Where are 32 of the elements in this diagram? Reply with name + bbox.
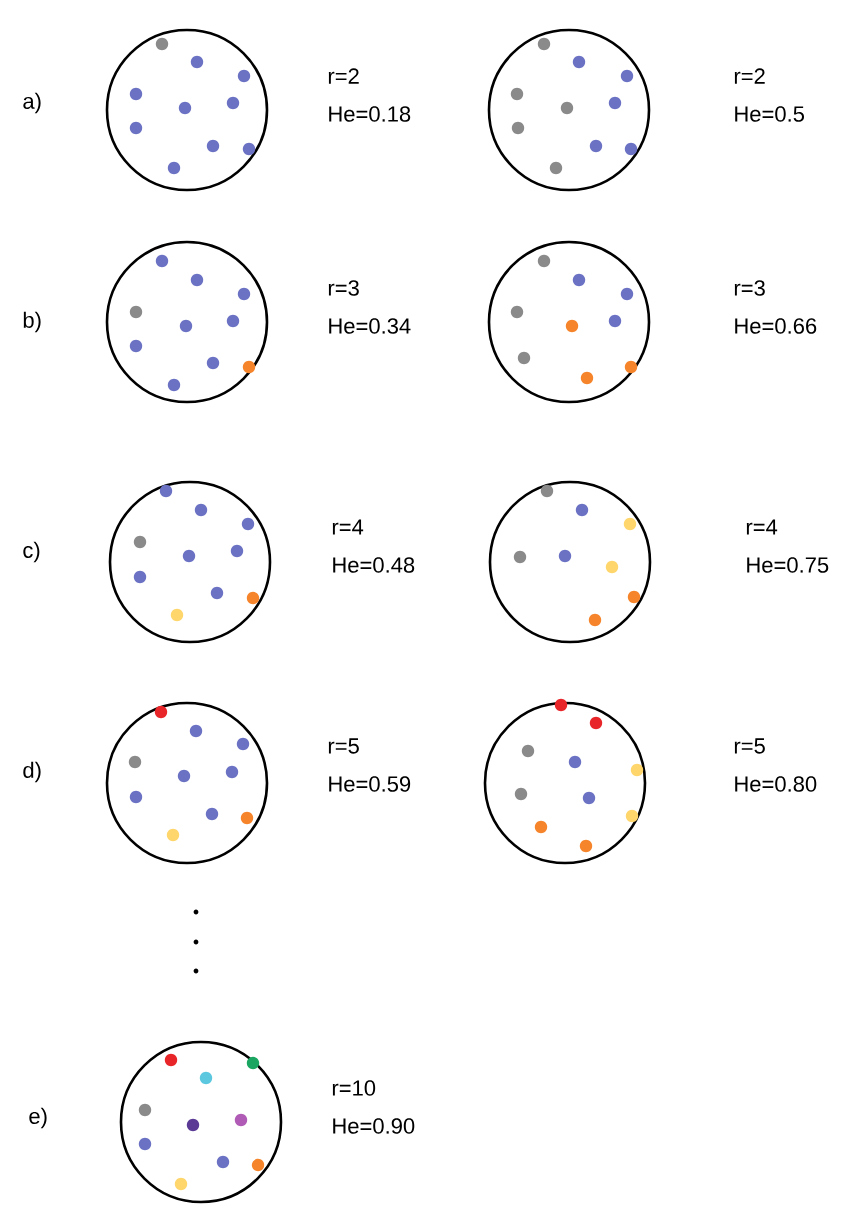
circle	[487, 28, 651, 192]
heterozygosity-label: He=0.66	[735, 318, 817, 334]
circle	[119, 1040, 283, 1204]
heterozygosity-label: He=0.75	[747, 557, 829, 573]
circle	[105, 701, 269, 865]
allele-count-label: r=2	[734, 68, 765, 84]
heterozygosity-label: He=0.90	[333, 1118, 415, 1134]
panel-label: a)	[23, 92, 41, 114]
heterozygosity-label: He=0.5	[735, 106, 804, 122]
circle	[483, 701, 647, 865]
heterozygosity-label: He=0.48	[333, 557, 415, 573]
allele-count-label: r=4	[746, 519, 778, 535]
circle	[487, 240, 651, 404]
heterozygosity-label: He=0.34	[329, 318, 411, 334]
heterozygosity-label: He=0.80	[735, 776, 817, 792]
allele-count-label: r=4	[332, 519, 364, 535]
allele-count-label: r=5	[734, 738, 765, 754]
heterozygosity-label: He=0.18	[329, 106, 411, 122]
allele-count-label: r=3	[734, 280, 765, 296]
circle	[105, 28, 269, 192]
allele-count-label: r=5	[328, 738, 359, 754]
allele-count-label: r=10	[332, 1080, 376, 1096]
circle	[105, 240, 269, 404]
allele-count-label: r=3	[328, 280, 359, 296]
heterozygosity-label: He=0.59	[329, 776, 411, 792]
circle	[488, 480, 652, 644]
allele-count-label: r=2	[328, 68, 359, 84]
panel-label: c)	[23, 541, 40, 563]
panel-label: d)	[23, 761, 41, 783]
panel-label: e)	[29, 1107, 47, 1129]
circle	[108, 480, 272, 644]
panel-label: b)	[23, 311, 41, 333]
